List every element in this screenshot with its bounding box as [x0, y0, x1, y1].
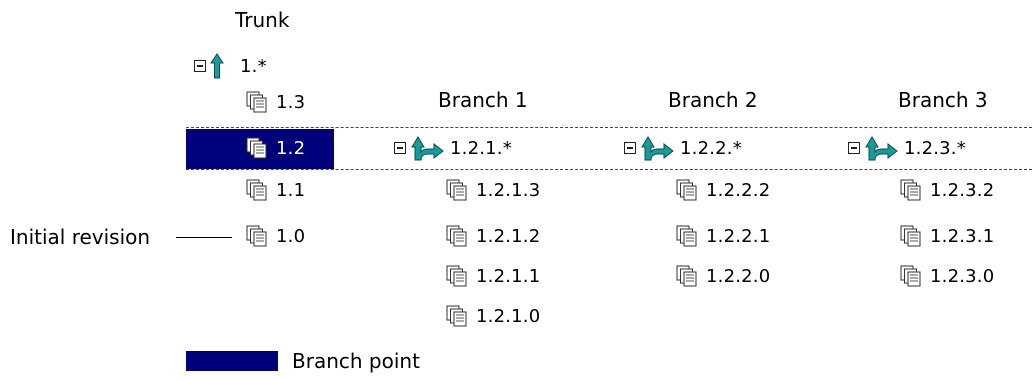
trunk-revision-node[interactable]: 1.1	[246, 176, 305, 204]
revision-label: 1.2.1.1	[476, 265, 541, 287]
legend-branch-point-swatch	[186, 351, 278, 371]
branch-1-heading: Branch 1	[438, 88, 528, 112]
revision-label: 1.2.3.2	[930, 179, 995, 201]
branch-2-head-label: 1.2.2.*	[680, 137, 742, 159]
branch-3-revision-node[interactable]: 1.2.3.2	[900, 176, 994, 204]
revision-label: 1.3	[276, 91, 306, 113]
revision-file-icon	[446, 305, 467, 327]
revision-label: 1.2.1.0	[476, 305, 541, 327]
revision-file-icon	[900, 179, 921, 201]
revision-file-icon	[246, 137, 267, 159]
revision-file-icon	[676, 179, 697, 201]
branch-3-head-label: 1.2.3.*	[904, 137, 966, 159]
branch-arrow-icon	[411, 136, 444, 161]
revision-label: 1.2	[276, 137, 306, 159]
trunk-revision-node[interactable]: 1.3	[246, 88, 305, 116]
revision-file-icon	[900, 225, 921, 247]
branch-1-revision-node[interactable]: 1.2.1.2	[446, 222, 540, 250]
branch-2-head-node[interactable]: 1.2.2.*	[624, 134, 742, 162]
trunk-revision-node-branch-point[interactable]: 1.2	[246, 134, 305, 162]
branch-1-revision-node[interactable]: 1.2.1.1	[446, 262, 540, 290]
revision-file-icon	[246, 225, 267, 247]
branch-3-revision-node[interactable]: 1.2.3.0	[900, 262, 994, 290]
branch-1-revision-node[interactable]: 1.2.1.0	[446, 302, 540, 330]
branch-3-revision-node[interactable]: 1.2.3.1	[900, 222, 994, 250]
branch-arrow-icon	[641, 136, 674, 161]
branch-1-head-label: 1.2.1.*	[450, 137, 512, 159]
revision-file-icon	[676, 225, 697, 247]
trunk-revision-node-initial[interactable]: 1.0	[246, 222, 305, 250]
legend-branch-point-label: Branch point	[292, 349, 420, 373]
revision-file-icon	[900, 265, 921, 287]
revision-label: 1.2.3.0	[930, 265, 995, 287]
revision-file-icon	[446, 265, 467, 287]
branch-1-revision-node[interactable]: 1.2.1.3	[446, 176, 540, 204]
branch-2-revision-node[interactable]: 1.2.2.2	[676, 176, 770, 204]
revision-label: 1.2.1.3	[476, 179, 541, 201]
revision-label: 1.2.3.1	[930, 225, 995, 247]
trunk-arrow-icon	[210, 53, 224, 79]
revision-label: 1.2.2.0	[706, 265, 771, 287]
revision-file-icon	[446, 225, 467, 247]
trunk-heading: Trunk	[235, 8, 290, 32]
revision-file-icon	[446, 179, 467, 201]
trunk-head-label: 1.*	[240, 55, 267, 77]
branch-3-heading: Branch 3	[898, 88, 988, 112]
branch-2-revision-node[interactable]: 1.2.2.1	[676, 222, 770, 250]
branch-2-heading: Branch 2	[668, 88, 758, 112]
collapse-minus-icon[interactable]	[394, 142, 406, 154]
branch-3-head-node[interactable]: 1.2.3.*	[848, 134, 966, 162]
branch-point-guide-bottom	[186, 169, 1032, 170]
revision-file-icon	[246, 179, 267, 201]
revision-label: 1.1	[276, 179, 306, 201]
branch-2-revision-node[interactable]: 1.2.2.0	[676, 262, 770, 290]
revision-label: 1.2.1.2	[476, 225, 541, 247]
revision-file-icon	[246, 91, 267, 113]
revision-label: 1.0	[276, 225, 306, 247]
branch-point-guide-top	[186, 127, 1032, 128]
initial-revision-callout: Initial revision	[10, 225, 151, 249]
collapse-minus-icon[interactable]	[194, 60, 206, 72]
collapse-minus-icon[interactable]	[624, 142, 636, 154]
trunk-head-node[interactable]: 1.*	[194, 52, 267, 80]
revision-label: 1.2.2.2	[706, 179, 771, 201]
revision-label: 1.2.2.1	[706, 225, 771, 247]
branch-1-head-node[interactable]: 1.2.1.*	[394, 134, 512, 162]
collapse-minus-icon[interactable]	[848, 142, 860, 154]
branch-arrow-icon	[865, 136, 898, 161]
revision-file-icon	[676, 265, 697, 287]
initial-revision-leader-line	[176, 237, 232, 238]
